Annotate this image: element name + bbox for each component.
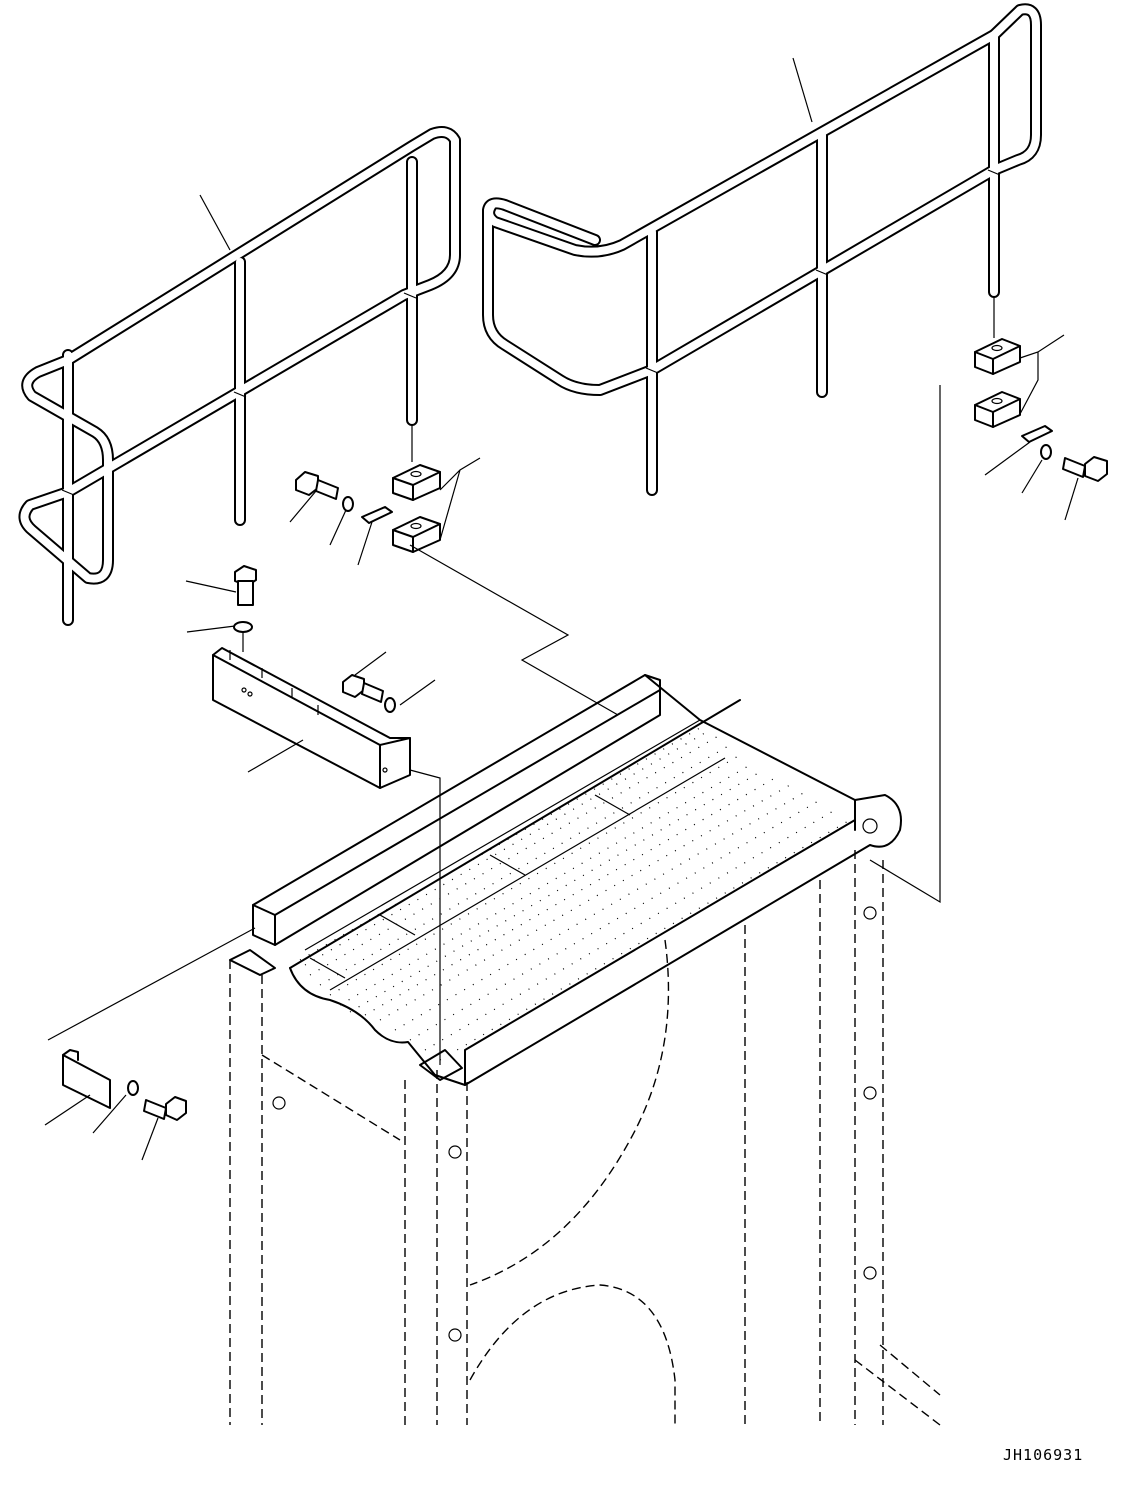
toe-board-bracket	[212, 565, 411, 789]
cover-plate-assembly	[62, 1049, 187, 1121]
perforation-pattern	[299, 724, 851, 1061]
left-handrail	[18, 126, 461, 626]
right-handrail	[482, 3, 1042, 496]
left-clamp-assembly	[295, 424, 441, 553]
right-clamp-assembly	[974, 296, 1108, 482]
radiator-frame-outline	[229, 850, 941, 1426]
assembly-lines	[47, 385, 941, 1065]
walkway-platform	[229, 674, 902, 1086]
leader-lines	[44, 57, 1079, 1161]
drawing-id-label: JH106931	[1003, 1446, 1084, 1464]
